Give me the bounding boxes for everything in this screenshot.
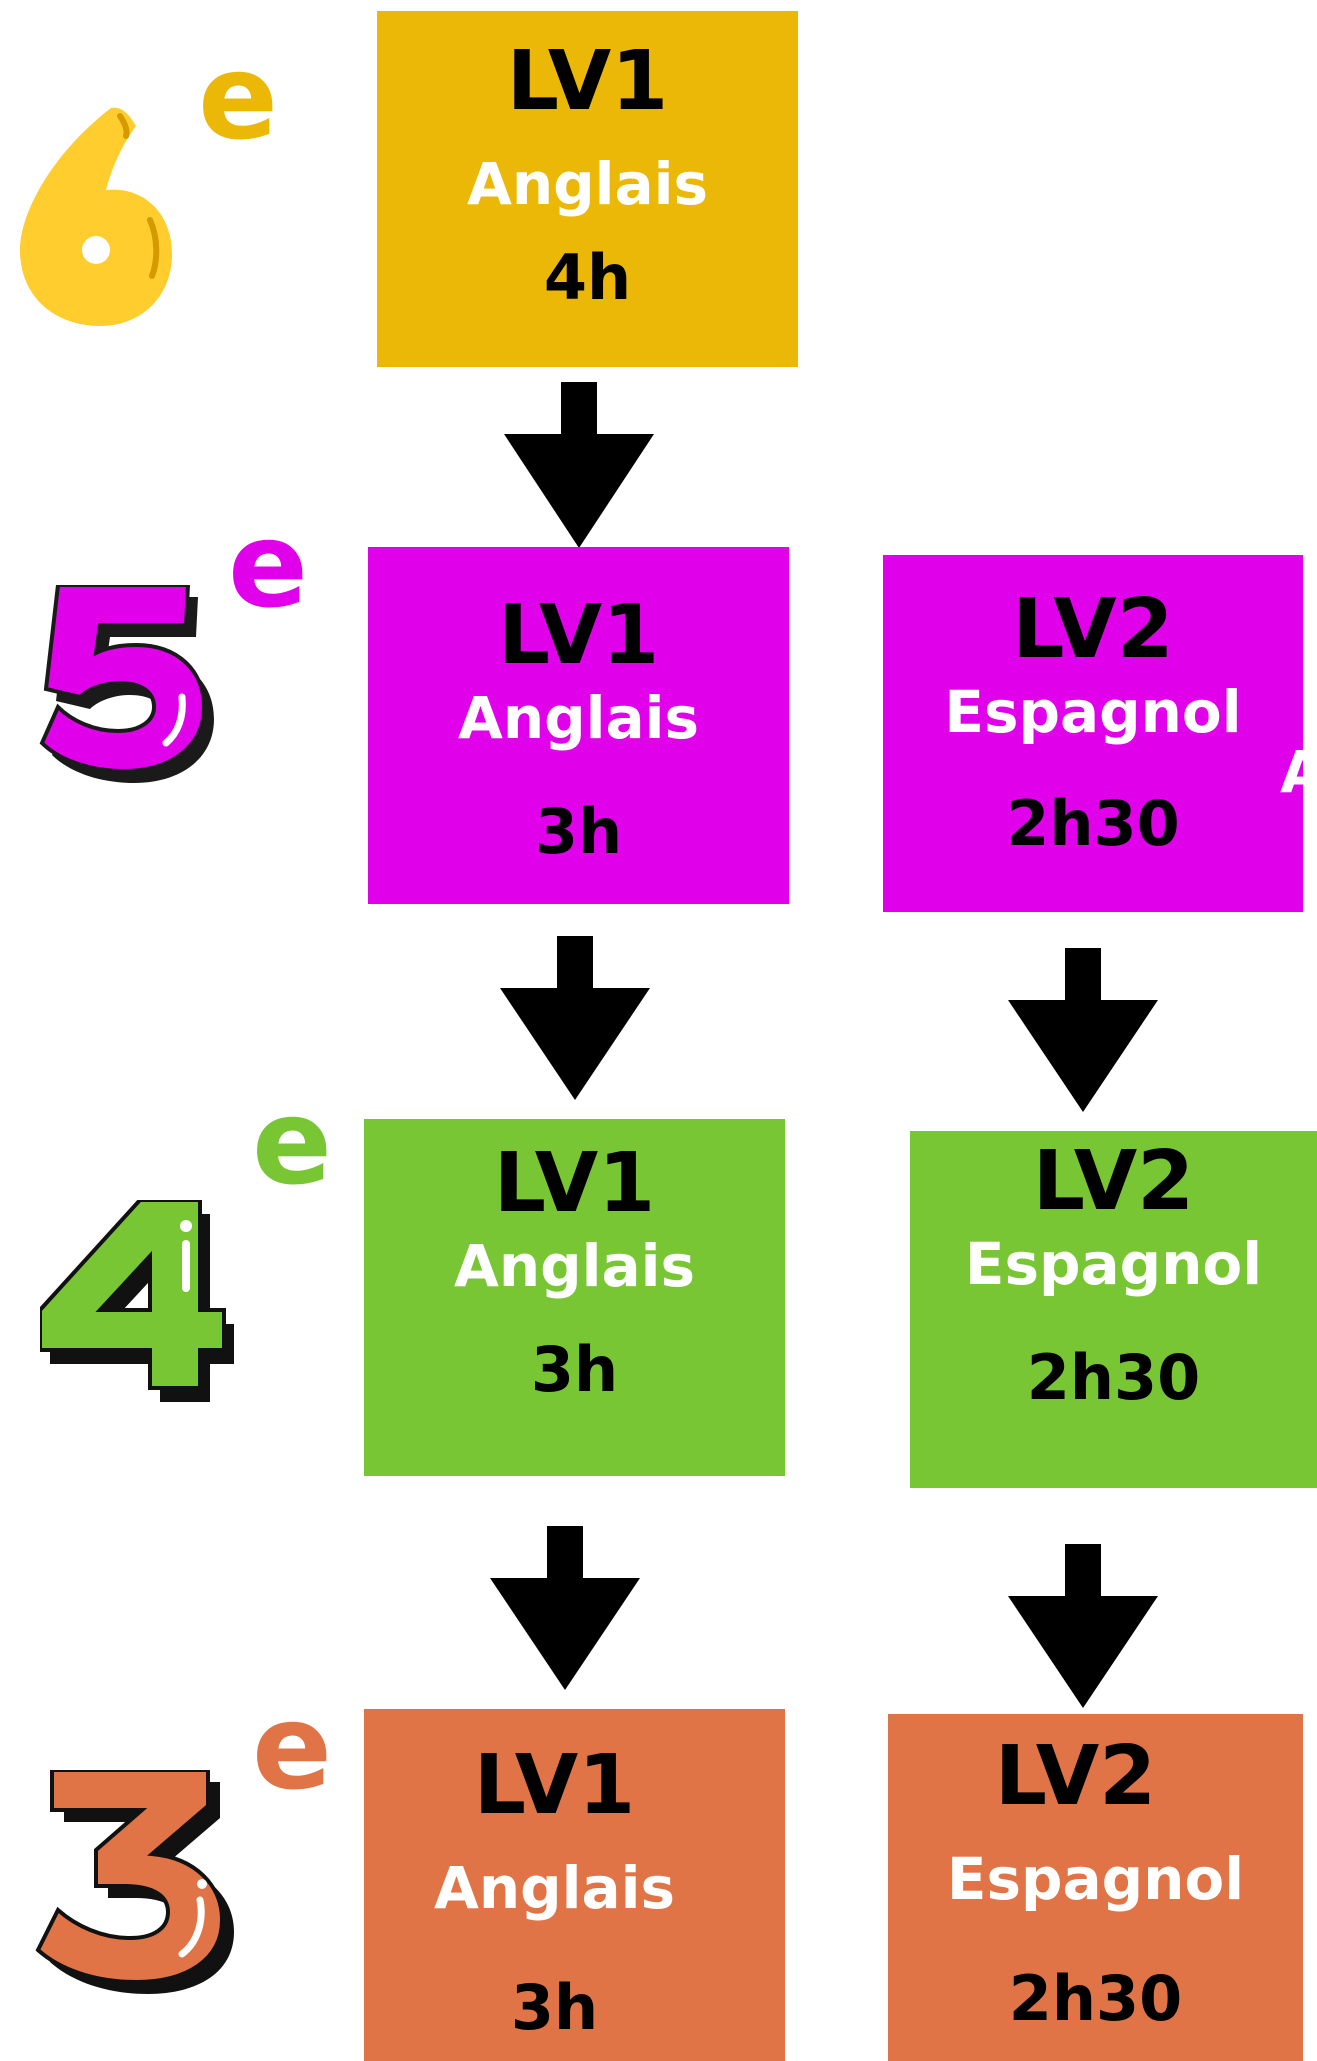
- arrow-down-icon: [1008, 1544, 1158, 1708]
- box-g3-lv2: LV2 Espagnol 2h30: [888, 1714, 1303, 2061]
- clipped-text: A: [1280, 738, 1317, 806]
- box-level: LV1: [506, 34, 669, 129]
- grade-4-number: [38, 1198, 250, 1410]
- arrow-down-icon: [504, 382, 654, 548]
- box-language: Espagnol: [964, 1230, 1263, 1298]
- box-hours: 2h30: [1006, 787, 1180, 860]
- grade-3-number: [32, 1768, 252, 2000]
- grade-6-suffix: e: [198, 28, 279, 166]
- box-language: Anglais: [453, 1232, 696, 1300]
- arrow-down-icon: [1008, 948, 1158, 1112]
- box-hours: 3h: [530, 1333, 619, 1406]
- grade-6-number: [16, 100, 176, 330]
- grade-5-suffix: e: [228, 496, 309, 634]
- box-level: LV2: [1012, 582, 1174, 677]
- grade-3-suffix: e: [252, 1678, 333, 1816]
- box-g6-lv1: LV1 Anglais 4h: [377, 11, 798, 367]
- box-g3-lv1: LV1 Anglais 3h: [364, 1709, 785, 2061]
- box-language: Anglais: [433, 1854, 676, 1922]
- grade-5-number: [38, 583, 218, 785]
- box-hours: 2h30: [1026, 1341, 1201, 1414]
- box-g5-lv1: LV1 Anglais 3h: [368, 547, 789, 904]
- box-hours: 3h: [534, 795, 623, 868]
- box-hours: 3h: [510, 1971, 599, 2044]
- box-level: LV1: [493, 1136, 656, 1231]
- box-level: LV2: [994, 1729, 1157, 1824]
- box-level: LV1: [497, 588, 660, 683]
- arrow-down-icon: [500, 936, 650, 1100]
- box-language: Espagnol: [944, 678, 1242, 746]
- box-language: Espagnol: [946, 1845, 1245, 1913]
- box-hours: 2h30: [1008, 1962, 1183, 2035]
- box-g4-lv1: LV1 Anglais 3h: [364, 1119, 785, 1476]
- box-level: LV2: [1032, 1134, 1195, 1229]
- box-language: Anglais: [457, 684, 700, 752]
- box-hours: 4h: [543, 241, 632, 314]
- box-g5-lv2: LV2 Espagnol 2h30: [883, 555, 1303, 912]
- box-language: Anglais: [466, 150, 709, 218]
- grade-4-suffix: e: [252, 1073, 333, 1211]
- box-g4-lv2: LV2 Espagnol 2h30: [910, 1131, 1317, 1488]
- box-level: LV1: [473, 1738, 636, 1833]
- arrow-down-icon: [490, 1526, 640, 1690]
